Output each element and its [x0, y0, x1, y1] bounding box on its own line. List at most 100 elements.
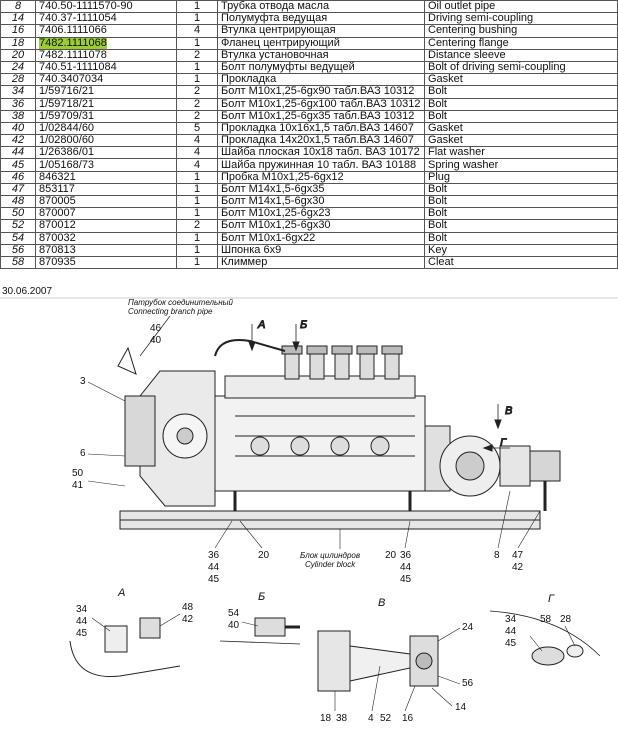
- svg-text:58: 58: [540, 614, 552, 625]
- quantity-cell: 2: [176, 97, 218, 111]
- name-en-cell: Bolt: [424, 182, 618, 197]
- part-number-cell: 870007: [35, 207, 177, 221]
- part-number-cell: 870012: [35, 219, 177, 233]
- name-ru-cell: Шайба пружинная 10 табл. ВАЗ 10188: [217, 158, 425, 172]
- svg-text:34: 34: [505, 614, 517, 625]
- svg-text:В: В: [378, 597, 385, 609]
- name-ru-cell: Трубка отвода масла: [217, 0, 425, 14]
- name-ru-cell: Болт М10х1-6gх22: [217, 231, 425, 245]
- svg-text:Connecting branch pipe: Connecting branch pipe: [128, 307, 213, 316]
- svg-text:28: 28: [560, 614, 572, 625]
- svg-text:40: 40: [150, 335, 162, 346]
- quantity-cell: 1: [176, 60, 218, 75]
- quantity-cell: 1: [176, 0, 218, 14]
- part-number-cell: 1/59709/31: [35, 109, 177, 123]
- name-en-cell: Cleat: [424, 255, 618, 270]
- svg-text:34: 34: [76, 604, 88, 615]
- document-date: 30.06.2007: [2, 286, 53, 297]
- position-cell: 16: [0, 24, 36, 38]
- position-cell: 28: [0, 73, 36, 87]
- svg-text:47: 47: [512, 550, 524, 561]
- quantity-cell: 2: [176, 219, 218, 233]
- name-en-cell: Bolt: [424, 194, 618, 209]
- svg-text:42: 42: [182, 614, 194, 625]
- svg-text:20: 20: [258, 550, 270, 561]
- name-en-cell: Gasket: [424, 73, 618, 87]
- name-ru-cell: Втулка центрирующая: [217, 24, 425, 38]
- svg-text:Г: Г: [500, 437, 507, 449]
- name-en-cell: Driving semi-coupling: [424, 12, 618, 26]
- quantity-cell: 1: [176, 73, 218, 87]
- pump-main-view: [119, 339, 561, 530]
- name-ru-cell: Пробка М10х1,25-6gх12: [217, 170, 425, 184]
- position-cell: 45: [0, 158, 36, 172]
- svg-text:6: 6: [80, 448, 86, 459]
- quantity-cell: 4: [176, 158, 218, 172]
- part-number-cell: 1/02800/60: [35, 134, 177, 148]
- view-arrows: А Б В Г: [248, 319, 513, 452]
- quantity-cell: 4: [176, 24, 218, 38]
- part-number-cell: 870032: [35, 231, 177, 245]
- part-number-cell: 1/59716/21: [35, 85, 177, 99]
- part-number-cell: 1/59718/21: [35, 97, 177, 111]
- position-cell: 56: [0, 243, 36, 257]
- name-ru-cell: Фланец центрирующий: [217, 36, 425, 50]
- position-cell: 38: [0, 109, 36, 123]
- position-cell: 48: [0, 194, 36, 209]
- quantity-cell: 1: [176, 243, 218, 257]
- svg-text:16: 16: [402, 713, 414, 724]
- name-en-cell: Centering bushing: [424, 24, 618, 38]
- position-cell: 14: [0, 12, 36, 26]
- name-ru-cell: Болт М10х1,25-6gх30: [217, 219, 425, 233]
- position-cell: 34: [0, 85, 36, 99]
- position-cell: 42: [0, 134, 36, 148]
- name-ru-cell: Прокладка 10х16х1,5 табл.ВАЗ 14607: [217, 121, 425, 136]
- svg-text:Патрубок соединительный: Патрубок соединительный: [128, 298, 234, 307]
- name-en-cell: Gasket: [424, 121, 618, 136]
- name-en-cell: Flat washer: [424, 146, 618, 160]
- svg-text:Блок цилиндров: Блок цилиндров: [300, 551, 360, 560]
- svg-text:45: 45: [400, 574, 412, 585]
- position-cell: 52: [0, 219, 36, 233]
- fuel-pump-assembly-drawing: Патрубок соединительный Connecting branc…: [0, 297, 618, 724]
- quantity-cell: 1: [176, 182, 218, 197]
- part-number-cell: 1/05168/73: [35, 158, 177, 172]
- svg-text:38: 38: [336, 713, 348, 724]
- part-number-cell: 1/02844/60: [35, 121, 177, 136]
- position-cell: 8: [0, 0, 36, 14]
- name-ru-cell: Болт М10х1,25-6gх90 табл.ВАЗ 10312: [217, 85, 425, 99]
- position-cell: 20: [0, 48, 36, 62]
- detail-view-v: В 24 56 14 18 38 4 52 16: [317, 597, 474, 724]
- svg-text:40: 40: [228, 620, 240, 631]
- svg-text:44: 44: [76, 616, 88, 627]
- part-number-cell: 870813: [35, 243, 177, 257]
- position-cell: 24: [0, 60, 36, 75]
- svg-text:44: 44: [505, 626, 517, 637]
- name-en-cell: Bolt: [424, 109, 618, 123]
- position-cell: 54: [0, 231, 36, 245]
- svg-text:44: 44: [400, 562, 412, 573]
- name-en-cell: Key: [424, 243, 618, 257]
- svg-text:А: А: [117, 587, 125, 599]
- svg-text:46: 46: [150, 323, 162, 334]
- part-number-cell: 1/26386/01: [35, 146, 177, 160]
- name-en-cell: Gasket: [424, 134, 618, 148]
- part-number-cell: 853117: [35, 182, 177, 197]
- svg-text:Cylinder block: Cylinder block: [305, 560, 356, 569]
- position-cell: 46: [0, 170, 36, 184]
- position-cell: 50: [0, 207, 36, 221]
- part-number-cell: 870935: [35, 255, 177, 270]
- svg-text:3: 3: [80, 376, 86, 387]
- name-ru-cell: Болт М10х1,25-6gх35 табл.ВАЗ 10312: [217, 109, 425, 123]
- quantity-cell: 2: [176, 48, 218, 62]
